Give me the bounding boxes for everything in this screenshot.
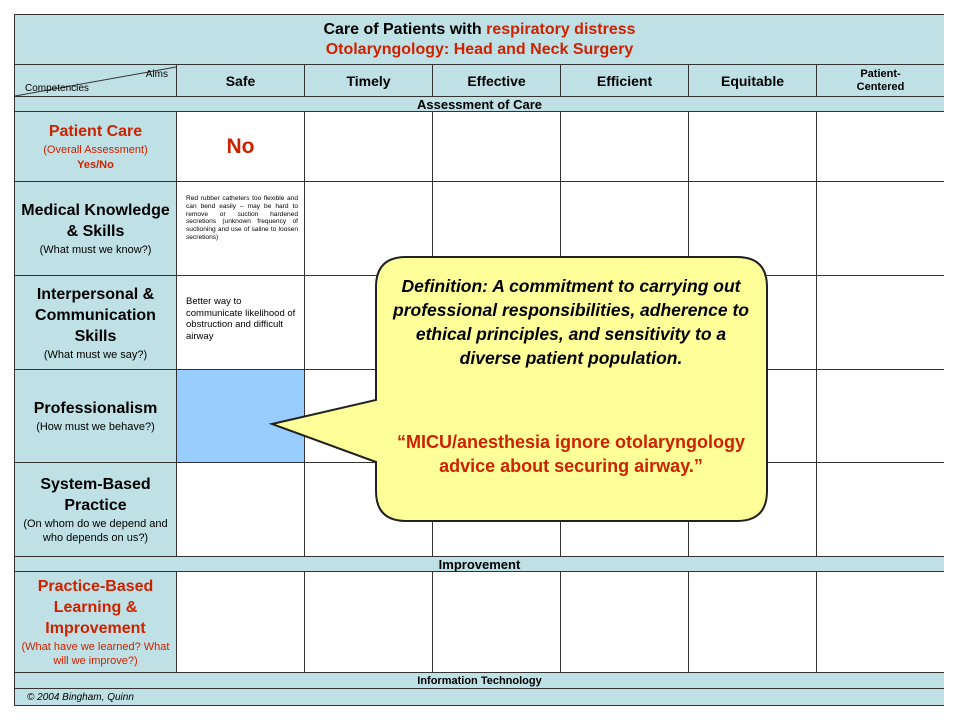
col-header-patient-centered: Patient- Centered: [817, 65, 944, 97]
practice-based-title: Practice-Based Learning & Improvement: [37, 578, 154, 637]
cell-system-based-patient-centered: [817, 463, 944, 557]
cell-system-based-equitable: [689, 463, 817, 557]
interpersonal-title: Interpersonal & Communication Skills: [35, 285, 156, 345]
cell-professionalism-effective: [433, 370, 561, 463]
cell-patient-care-equitable: [689, 112, 817, 182]
cell-patient-care-safe: No: [177, 112, 305, 182]
title-highlight: respiratory distress: [486, 20, 636, 38]
cell-medical-knowledge-timely: [305, 182, 433, 276]
title-line-1: Care of Patients with respiratory distre…: [323, 20, 635, 40]
row-label-system-based: System-Based Practice (On whom do we dep…: [15, 463, 177, 557]
cell-medical-knowledge-patient-centered: [817, 182, 944, 276]
cell-professionalism-efficient: [561, 370, 689, 463]
system-based-sub: (On whom do we depend and who depends on…: [23, 518, 168, 544]
cell-medical-knowledge-efficient: [561, 182, 689, 276]
medical-knowledge-sub: (What must we know?): [39, 244, 152, 256]
professionalism-title: Professionalism: [33, 400, 158, 417]
cell-medical-knowledge-equitable: [689, 182, 817, 276]
cell-professionalism-timely: [305, 370, 433, 463]
patient-care-title: Patient Care: [48, 123, 143, 140]
cell-practice-based-timely: [305, 572, 433, 673]
col-header-efficient: Efficient: [561, 65, 689, 97]
patient-care-yes-no: Yes/No: [77, 159, 114, 171]
band-assessment: Assessment of Care: [15, 97, 944, 112]
row-label-patient-care: Patient Care (Overall Assessment) Yes/No: [15, 112, 177, 182]
practice-based-sub: (What have we learned? What will we impr…: [21, 641, 170, 667]
cell-patient-care-effective: [433, 112, 561, 182]
cell-patient-care-efficient: [561, 112, 689, 182]
cell-professionalism-equitable: [689, 370, 817, 463]
cell-practice-based-patient-centered: [817, 572, 944, 673]
patient-care-safe-answer: No: [226, 134, 255, 158]
title-banner: Care of Patients with respiratory distre…: [15, 15, 944, 65]
corner-header: Aims Competencies: [15, 65, 177, 97]
band-info-tech: Information Technology: [15, 673, 944, 689]
cell-patient-care-patient-centered: [817, 112, 944, 182]
interpersonal-sub: (What must we say?): [43, 348, 148, 361]
copyright-footer: © 2004 Bingham, Quinn: [15, 689, 944, 705]
cell-system-based-timely: [305, 463, 433, 557]
patient-centered-line-1: Patient-: [860, 67, 901, 80]
cell-medical-knowledge-safe: Red rubber catheters too flexible and ca…: [177, 182, 305, 276]
cell-practice-based-effective: [433, 572, 561, 673]
title-line-2: Otolaryngology: Head and Neck Surgery: [325, 40, 634, 58]
col-header-safe: Safe: [177, 65, 305, 97]
cell-system-based-safe: [177, 463, 305, 557]
cell-medical-knowledge-effective: [433, 182, 561, 276]
cell-interpersonal-timely: [305, 276, 433, 370]
professionalism-sub: (How must we behave?): [36, 421, 155, 433]
cell-practice-based-efficient: [561, 572, 689, 673]
cell-interpersonal-efficient: [561, 276, 689, 370]
cell-practice-based-safe: [177, 572, 305, 673]
col-header-timely: Timely: [305, 65, 433, 97]
cell-system-based-efficient: [561, 463, 689, 557]
cell-practice-based-equitable: [689, 572, 817, 673]
cell-system-based-effective: [433, 463, 561, 557]
row-label-medical-knowledge: Medical Knowledge & Skills (What must we…: [15, 182, 177, 276]
cell-patient-care-timely: [305, 112, 433, 182]
cell-interpersonal-patient-centered: [817, 276, 944, 370]
competencies-label: Competencies: [25, 83, 89, 94]
row-label-professionalism: Professionalism (How must we behave?): [15, 370, 177, 463]
aims-label: Aims: [145, 69, 168, 80]
patient-care-sub: (Overall Assessment): [43, 144, 148, 156]
quality-matrix-table: Care of Patients with respiratory distre…: [14, 14, 944, 706]
col-header-effective: Effective: [433, 65, 561, 97]
title-prefix: Care of Patients with: [323, 20, 487, 38]
row-label-practice-based: Practice-Based Learning & Improvement (W…: [15, 572, 177, 673]
col-header-equitable: Equitable: [689, 65, 817, 97]
patient-centered-line-2: Centered: [856, 80, 905, 93]
cell-professionalism-patient-centered: [817, 370, 944, 463]
cell-interpersonal-effective: [433, 276, 561, 370]
system-based-title: System-Based Practice: [40, 476, 151, 514]
cell-interpersonal-equitable: [689, 276, 817, 370]
row-label-interpersonal: Interpersonal & Communication Skills (Wh…: [15, 276, 177, 370]
diagonal-divider: [15, 66, 177, 97]
band-improvement: Improvement: [15, 557, 944, 572]
cell-professionalism-safe-highlighted: [177, 370, 305, 463]
copyright-text: © 2004 Bingham, Quinn: [27, 691, 134, 703]
cell-interpersonal-safe: Better way to communicate likelihood of …: [177, 276, 305, 370]
medical-knowledge-title: Medical Knowledge & Skills: [21, 202, 170, 240]
